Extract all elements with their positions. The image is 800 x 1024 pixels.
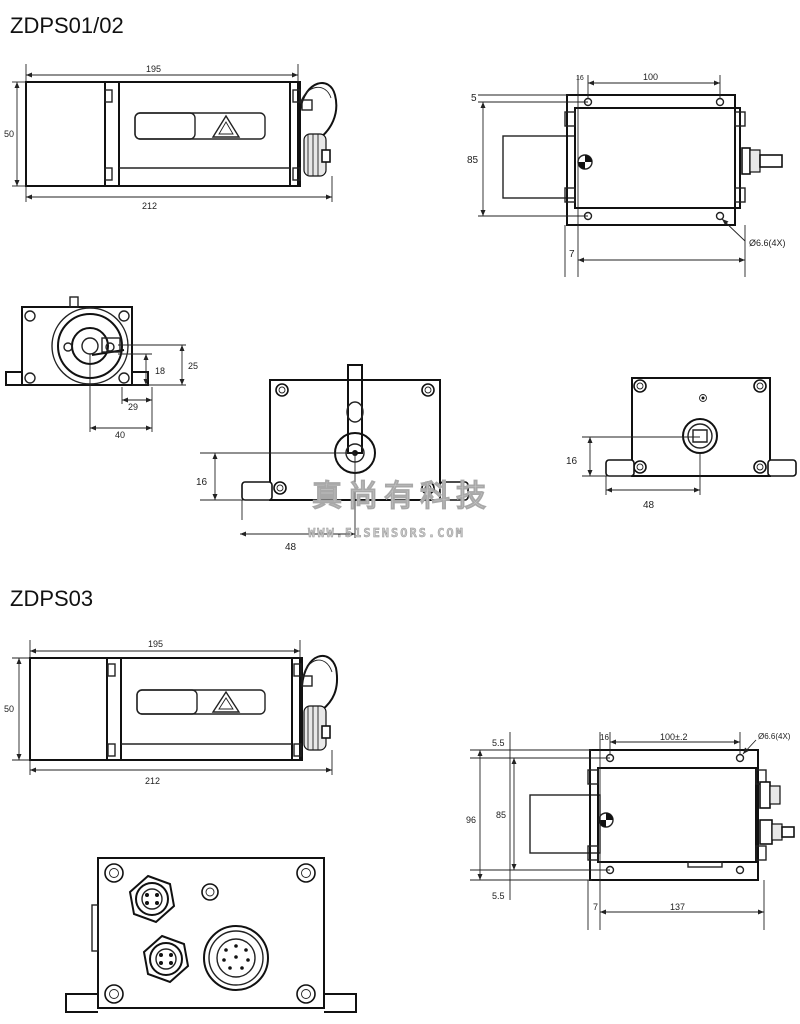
dim-16-conn: 16: [566, 456, 578, 467]
dim-5-5-top: 5.5: [492, 738, 505, 748]
dim-50: 50: [4, 129, 14, 139]
dim-195-03: 195: [148, 639, 163, 649]
dim-5-5-bottom: 5.5: [492, 891, 505, 901]
dim-16-03: 16: [600, 733, 609, 742]
dim-5: 5: [471, 93, 477, 104]
dim-50-03: 50: [4, 704, 14, 714]
dim-7-03: 7: [593, 902, 598, 912]
zdps01-side-view: 195 212 50: [4, 64, 338, 211]
zdps01-shaft-view: 16 48: [196, 364, 469, 553]
dim-16: 16: [576, 75, 584, 82]
watermark-cn: 真尚有科技: [312, 479, 492, 514]
zdps03-side-view: 195 212 50: [4, 639, 338, 786]
watermark-url: WWW.51SENSORS.COM: [308, 526, 465, 540]
dim-195: 195: [146, 64, 161, 74]
dim-25: 25: [188, 361, 198, 371]
hole-callout: Ø6.6(4X): [749, 238, 786, 248]
dim-212-03: 212: [145, 776, 160, 786]
dim-85: 85: [467, 155, 479, 166]
dim-137: 137: [670, 902, 685, 912]
zdps03-end-view: [65, 857, 357, 1013]
zdps03-top-view: 100±.2 16 Ø6.6(4X) 5.5 96 85 5.5 7 137: [466, 732, 795, 930]
dim-29: 29: [128, 402, 138, 412]
dim-18: 18: [155, 366, 165, 376]
zdps01-connector-view: 16 48: [566, 377, 797, 511]
zdps01-top-view: 100 16 5 85 7 Ø6.6(4X): [467, 72, 786, 277]
dim-48-conn: 48: [643, 500, 655, 511]
dim-48-shaft: 48: [285, 542, 297, 553]
title-zdps03: ZDPS03: [10, 586, 93, 611]
zdps01-end-view: 18 25 29 40: [5, 296, 198, 440]
dim-212: 212: [142, 201, 157, 211]
dim-40: 40: [115, 430, 125, 440]
dim-85-03: 85: [496, 810, 506, 820]
dim-96: 96: [466, 815, 476, 825]
dim-16-shaft: 16: [196, 477, 208, 488]
dim-100: 100: [643, 72, 658, 82]
title-zdps01-02: ZDPS01/02: [10, 13, 124, 38]
hole-callout-03: Ø6.6(4X): [758, 732, 791, 741]
dim-7: 7: [569, 249, 575, 260]
watermark: 真尚有科技 WWW.51SENSORS.COM: [308, 479, 492, 541]
dim-100-tol: 100±.2: [660, 732, 687, 742]
